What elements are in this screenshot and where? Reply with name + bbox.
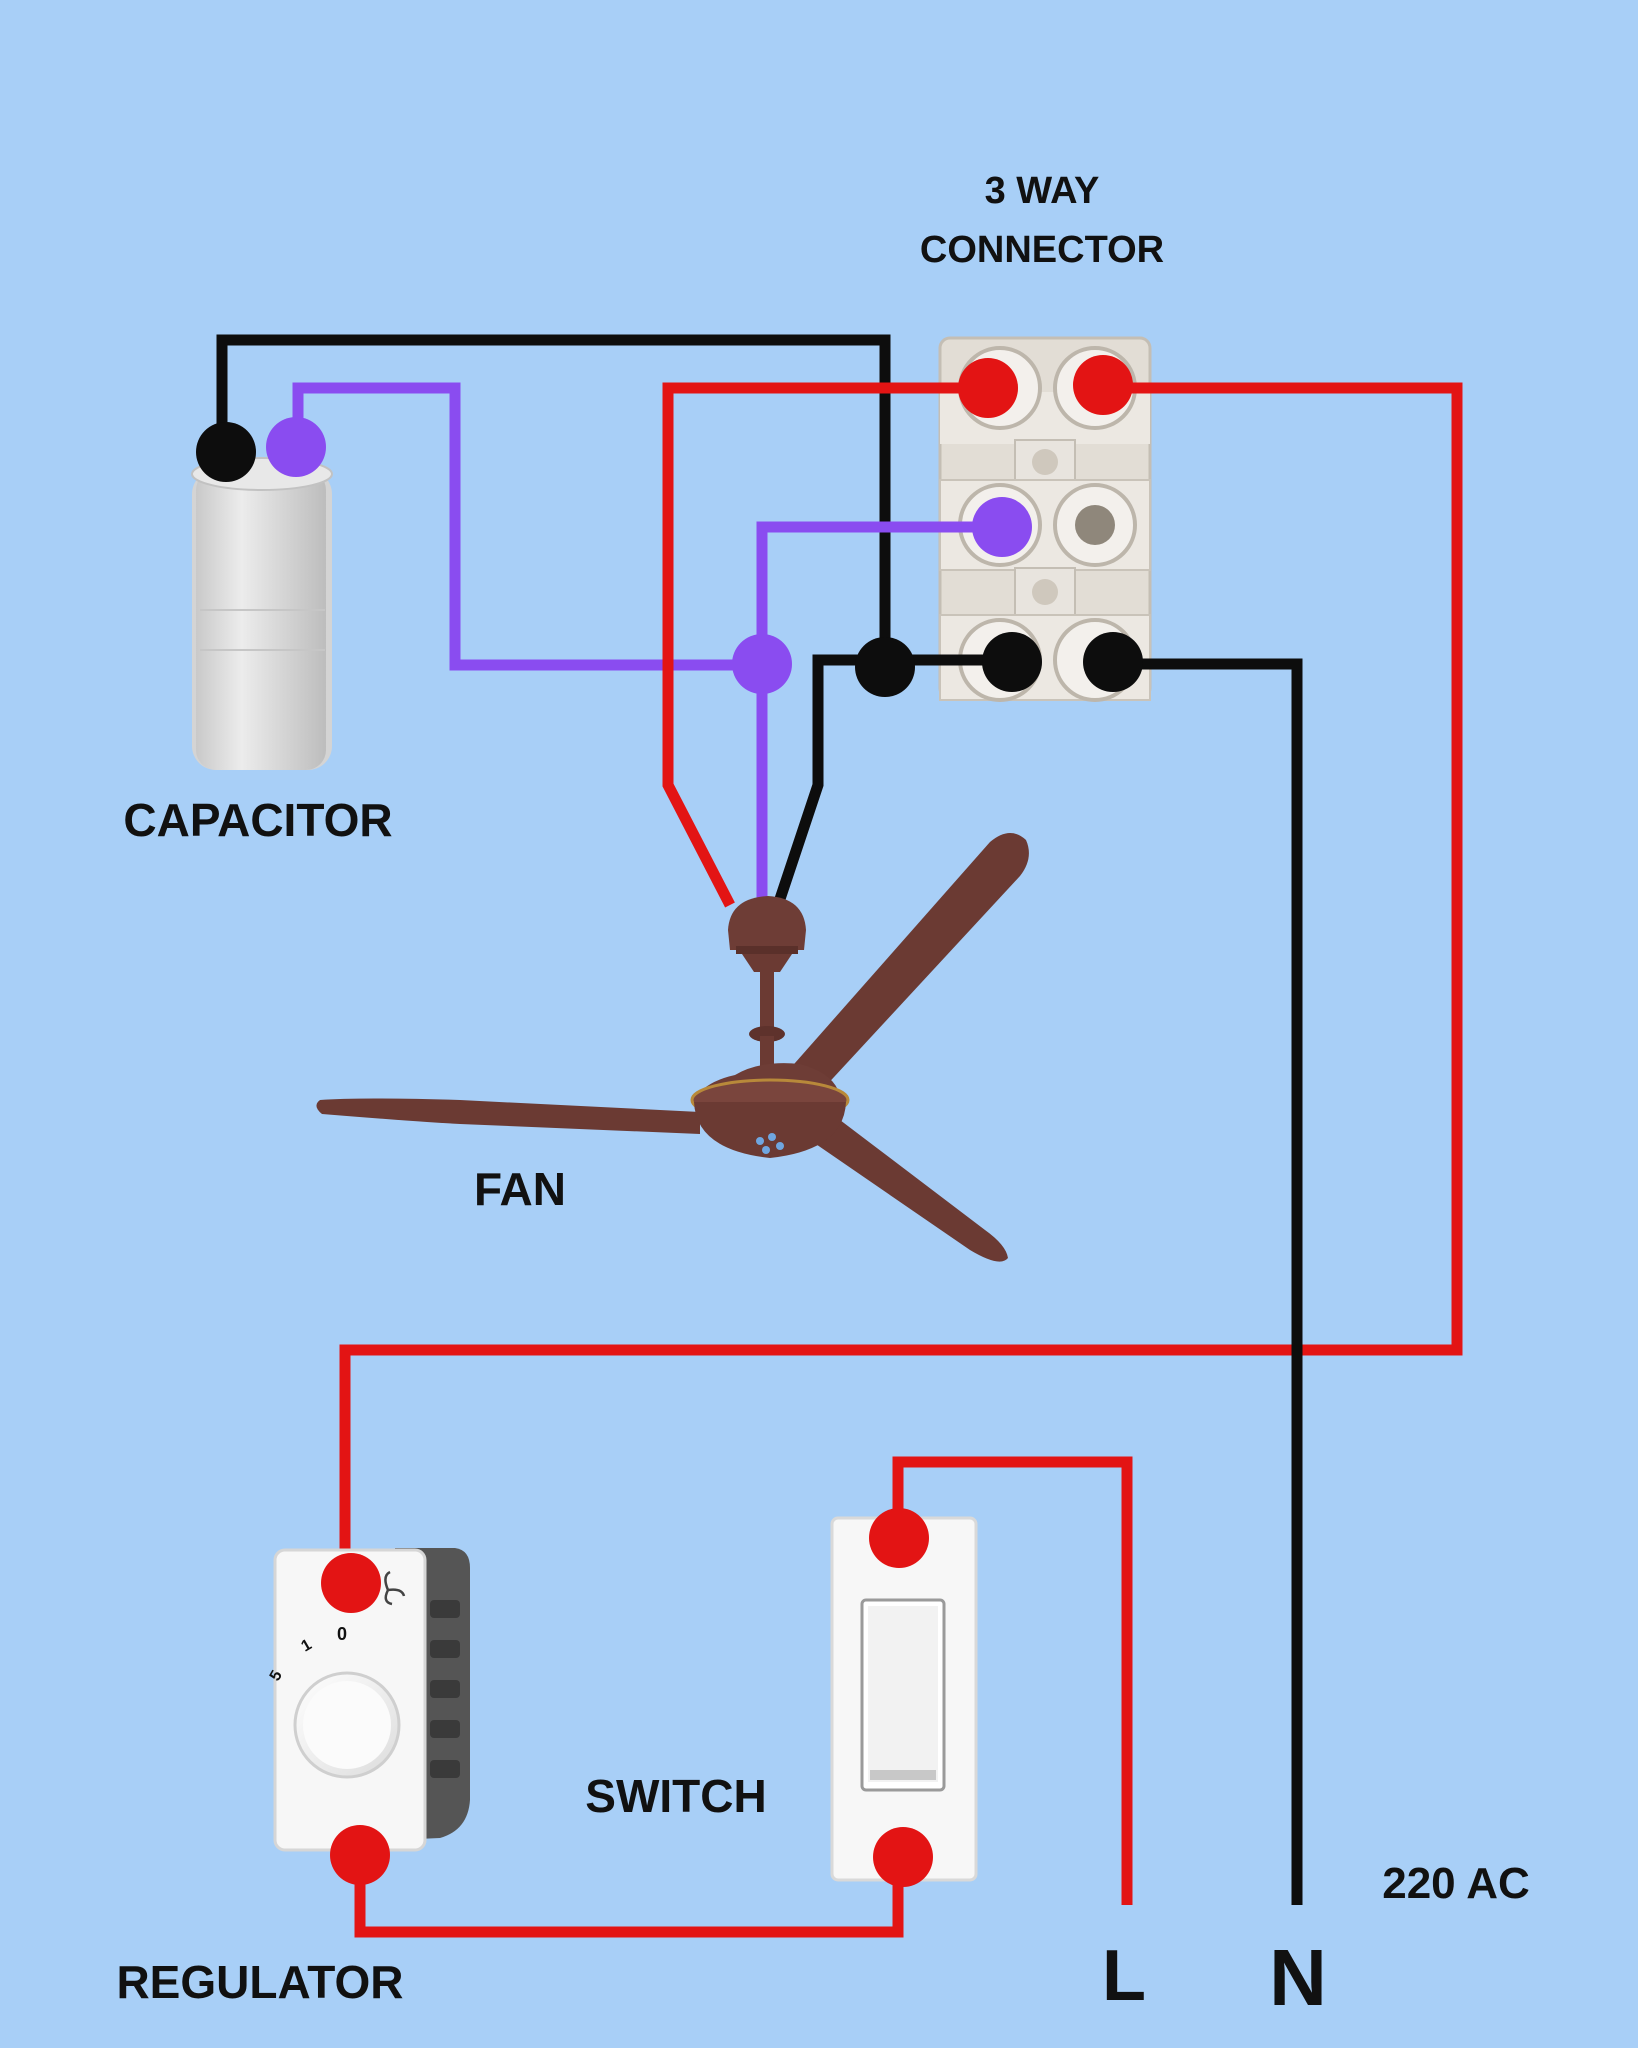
capacitor-label: CAPACITOR bbox=[123, 794, 392, 846]
live-wire-fan bbox=[662, 382, 1000, 908]
fan-blade-upper bbox=[780, 832, 1029, 1090]
connector-label-line2: CONNECTOR bbox=[920, 229, 1164, 271]
capacitor-terminal-purple bbox=[266, 417, 326, 477]
capacitor-terminal-black bbox=[196, 422, 256, 482]
connection-points bbox=[196, 355, 1143, 1887]
connector-terminal-red-right bbox=[1073, 355, 1133, 415]
fan-label: FAN bbox=[474, 1163, 566, 1215]
live-wire-supply-loop bbox=[339, 382, 1463, 1590]
fan-blade-left bbox=[316, 1098, 700, 1134]
fan-blade-lower bbox=[810, 1120, 1008, 1262]
neutral-label: N bbox=[1269, 1933, 1327, 2022]
connector-terminal-red-left bbox=[958, 358, 1018, 418]
fan-symbol-icon bbox=[384, 1570, 406, 1606]
regulator-terminal-top bbox=[321, 1553, 381, 1613]
switch-label: SWITCH bbox=[585, 1770, 766, 1822]
capacitor-icon bbox=[191, 457, 333, 770]
ceiling-fan-icon bbox=[316, 832, 1029, 1262]
capacitor-wire-connector bbox=[756, 521, 1000, 900]
regulator-terminal-bottom bbox=[330, 1825, 390, 1885]
junction-black bbox=[855, 637, 915, 697]
regulator-icon: 0 1 5 bbox=[267, 1548, 470, 1852]
switch-icon bbox=[830, 1516, 978, 1882]
capacitor-wire-fan bbox=[292, 382, 765, 671]
switch-live-wire bbox=[892, 1456, 1133, 1905]
live-terminal: L bbox=[1102, 1936, 1146, 2016]
junction-purple bbox=[732, 634, 792, 694]
live-label: L bbox=[1102, 1936, 1146, 2016]
regulator-mark-off: 0 bbox=[337, 1624, 347, 1644]
connector-label-line1: 3 WAY bbox=[985, 170, 1100, 212]
neutral-wire-capacitor bbox=[216, 334, 891, 668]
switch-terminal-bottom bbox=[873, 1827, 933, 1887]
connector-terminal-black-right bbox=[1083, 632, 1143, 692]
regulator-switch-wire bbox=[354, 1855, 904, 1938]
regulator-label: REGULATOR bbox=[116, 1956, 403, 2008]
supply-label: 220 AC bbox=[1382, 1859, 1530, 1908]
connector-terminal-purple bbox=[972, 497, 1032, 557]
switch-terminal-top bbox=[869, 1508, 929, 1568]
connector-terminal-black-left bbox=[982, 632, 1042, 692]
neutral-wire-supply bbox=[1095, 658, 1303, 1905]
